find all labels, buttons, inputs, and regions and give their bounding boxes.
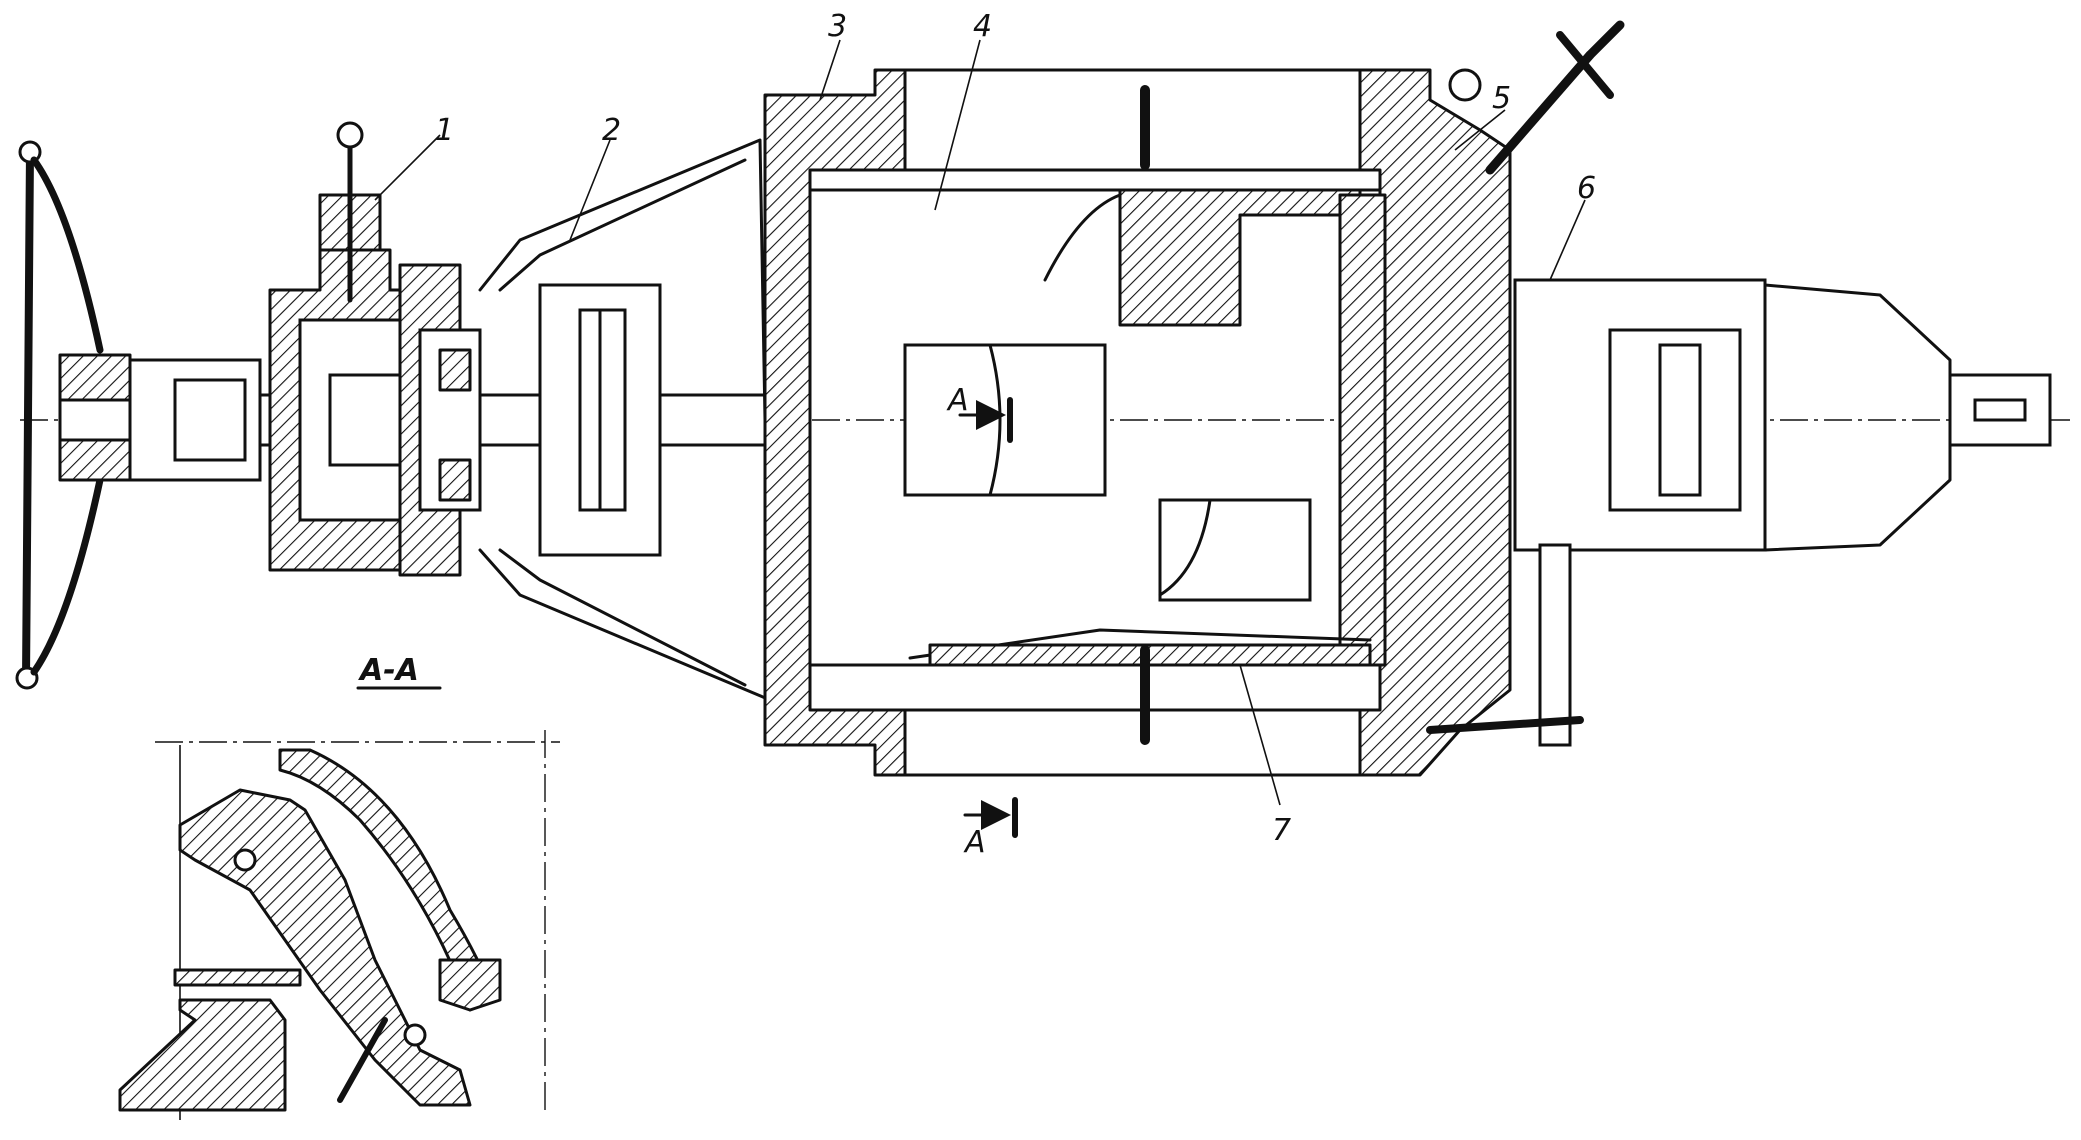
leader-2 (569, 139, 611, 241)
gear-housing (268, 121, 482, 577)
label-section-title: A-A (358, 653, 419, 688)
label-part-1: 1 (435, 113, 454, 148)
label-part-5: 5 (1492, 81, 1511, 116)
leader-1 (374, 134, 441, 201)
leader-4 (934, 39, 981, 211)
label-part-4: 4 (973, 9, 992, 44)
label-section-marker-bottom: A (963, 825, 986, 860)
leader-3 (819, 39, 841, 101)
section-view-a-a (118, 730, 560, 1120)
lever-part-5 (1448, 20, 1625, 175)
section-marker-top (958, 397, 1013, 443)
section-marker-bottom (963, 797, 1018, 838)
label-part-7: 7 (1272, 813, 1291, 848)
cone-support (478, 138, 772, 702)
label-section-marker-top: A (946, 383, 969, 418)
leader-lines (374, 39, 1586, 806)
leader-5 (1454, 109, 1506, 151)
leader-6 (1549, 199, 1586, 281)
drum-housing (763, 68, 1512, 777)
label-part-3: 3 (828, 9, 847, 44)
leader-7 (1239, 664, 1281, 806)
label-part-6: 6 (1577, 171, 1596, 206)
label-part-2: 2 (602, 113, 621, 148)
handwheel (15, 140, 132, 690)
bearing-housing-part-6 (1426, 278, 2052, 747)
